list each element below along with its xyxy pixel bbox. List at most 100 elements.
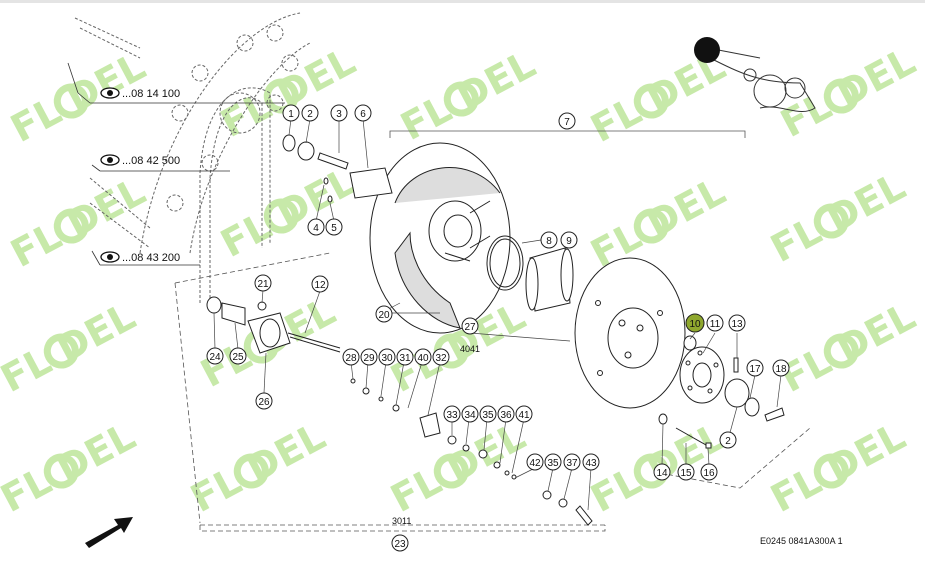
callout-number: 33	[446, 410, 458, 421]
callout[interactable]: 33	[443, 405, 461, 423]
callout[interactable]: 31	[396, 348, 414, 366]
callout[interactable]: 17	[746, 359, 764, 377]
callout-number: 35	[547, 458, 559, 469]
callout[interactable]: 26	[255, 392, 273, 410]
group-label-3011: 3011	[392, 516, 411, 526]
callout-number: 35	[482, 410, 494, 421]
callout[interactable]: 2	[719, 431, 737, 449]
callout[interactable]: 18	[772, 359, 790, 377]
callout[interactable]: 20	[375, 305, 393, 323]
callout[interactable]: 12	[311, 275, 329, 293]
callout[interactable]: 43	[582, 453, 600, 471]
bushing	[525, 247, 574, 312]
brake-disc	[369, 142, 511, 334]
callout[interactable]: 28	[342, 348, 360, 366]
callout[interactable]: 25	[229, 347, 247, 365]
watermark: FL DEL	[184, 414, 333, 521]
direction-arrow-icon	[85, 517, 133, 548]
callout-number: 12	[314, 280, 326, 291]
callout-number: 17	[749, 364, 761, 375]
callout-number: 25	[232, 352, 244, 363]
watermark: FL DEL	[384, 414, 533, 521]
callout[interactable]: 24	[206, 347, 224, 365]
watermark: FL DEL	[774, 39, 923, 146]
callout[interactable]: 29	[360, 348, 378, 366]
reference-item[interactable]: ...08 14 100	[100, 87, 180, 100]
callout[interactable]: 1	[282, 104, 300, 122]
callout[interactable]: 7	[558, 112, 576, 130]
reference-text: ...08 43 200	[122, 252, 180, 264]
callout-number: 9	[566, 236, 572, 247]
bracket-7	[389, 130, 746, 138]
callout-number: 43	[585, 458, 597, 469]
hub-disc	[574, 257, 686, 409]
callout[interactable]: 41	[515, 405, 533, 423]
reference-item[interactable]: ...08 43 200	[100, 251, 180, 264]
callout-number: 21	[257, 279, 269, 290]
callout-number: 26	[258, 397, 270, 408]
eye-icon	[100, 251, 120, 263]
watermark: FL DEL	[764, 164, 913, 271]
eye-icon	[100, 87, 120, 99]
callout[interactable]: 21	[254, 274, 272, 292]
callout-number: 36	[500, 410, 512, 421]
callout[interactable]: 15	[677, 463, 695, 481]
watermark: FL DEL	[774, 294, 923, 401]
callout-number: 23	[394, 539, 406, 550]
leader-lines	[213, 118, 782, 511]
callout-number: 42	[529, 458, 541, 469]
callout-number: 3	[336, 109, 342, 120]
callout-number: 14	[656, 468, 668, 479]
callout-number: 7	[564, 117, 570, 128]
callout[interactable]: 8	[540, 231, 558, 249]
callout-number: 40	[417, 353, 429, 364]
group-label-4041: 4041	[460, 344, 480, 354]
callout[interactable]: 23	[391, 534, 409, 552]
callout-group: 1 2 3 6 7 4 5 8 9 21 12 20 27 10 11 13 2…	[206, 104, 790, 552]
location-indicator-icon	[694, 37, 720, 63]
callout-number: 41	[518, 410, 530, 421]
callout-number: 32	[435, 353, 447, 364]
callout-number: 4	[313, 223, 319, 234]
callout[interactable]: 3	[330, 104, 348, 122]
callout-number: 13	[731, 319, 743, 330]
callout[interactable]: 11	[706, 314, 724, 332]
callout[interactable]: 13	[728, 314, 746, 332]
callout-number: 8	[546, 236, 552, 247]
callout[interactable]: 2	[301, 104, 319, 122]
callout[interactable]: 40	[414, 348, 432, 366]
callout[interactable]: 37	[563, 453, 581, 471]
callout[interactable]: 30	[378, 348, 396, 366]
callout-highlighted[interactable]: 10	[685, 313, 705, 333]
reference-text: ...08 42 500	[122, 155, 180, 167]
callout[interactable]: 5	[325, 218, 343, 236]
callout[interactable]: 9	[560, 231, 578, 249]
callout[interactable]: 14	[653, 463, 671, 481]
callout[interactable]: 42	[526, 453, 544, 471]
watermark: FL DEL	[584, 169, 733, 276]
callout-number: 24	[209, 352, 221, 363]
callout-number: 37	[566, 458, 578, 469]
callout[interactable]: 4	[307, 218, 325, 236]
callout-number: 2	[725, 436, 731, 447]
callout[interactable]: 35	[544, 453, 562, 471]
flange	[679, 346, 725, 404]
callout[interactable]: 27	[461, 317, 479, 335]
callout[interactable]: 16	[700, 463, 718, 481]
callout[interactable]: 36	[497, 405, 515, 423]
callout-number: 30	[381, 353, 393, 364]
callout-number: 29	[363, 353, 375, 364]
callout-number: 34	[464, 410, 476, 421]
callout[interactable]: 34	[461, 405, 479, 423]
callout-number: 1	[288, 109, 294, 120]
callout[interactable]: 32	[432, 348, 450, 366]
callout-number: 6	[360, 109, 366, 120]
watermark: FL DEL	[764, 414, 913, 521]
reference-item[interactable]: ...08 42 500	[100, 154, 180, 167]
callout[interactable]: 35	[479, 405, 497, 423]
sprocket-wheel	[74, 12, 311, 303]
callout-number: 27	[464, 322, 476, 333]
callout-number: 2	[307, 109, 313, 120]
callout[interactable]: 6	[354, 104, 372, 122]
